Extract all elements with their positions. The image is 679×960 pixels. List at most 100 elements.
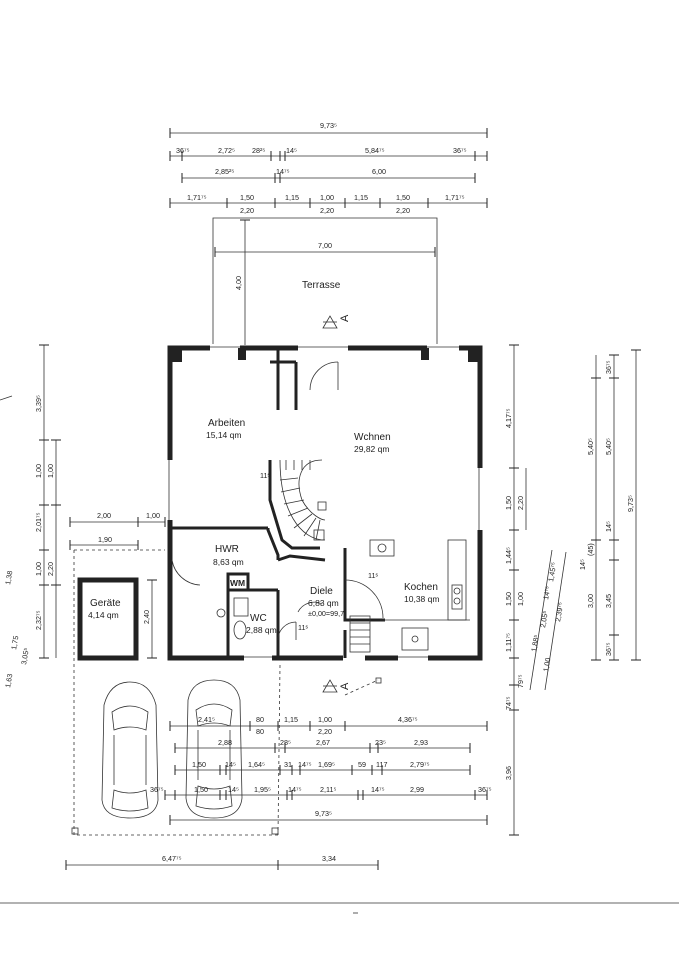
main-stair	[268, 459, 327, 550]
dim-right-f: 1,00	[516, 592, 525, 606]
dim-terrace-width: 7,00	[318, 241, 332, 250]
room-area-wohnen: 29,82 qm	[354, 444, 389, 454]
dim-right-m: 9,73⁵	[626, 495, 635, 512]
room-area-wc: 2,88 qm	[246, 625, 277, 635]
dim-bottom-r4-8: 36⁷⁵	[478, 785, 492, 794]
dim-top-r1-2: 28²⁵	[252, 146, 265, 155]
dim-bottom-r4-6: 14⁷⁵	[371, 785, 385, 794]
left-dimension-chains: 3,39⁵ 1,00 1,00 2,01⁷⁵ 1,00 2,20 2,32⁷⁵ …	[0, 344, 61, 688]
dim-bottom-r3-8: 2,79⁷⁵	[410, 760, 430, 769]
dim-left-a: 3,39⁵	[34, 395, 43, 412]
dim-right-c: 2,20	[516, 496, 525, 510]
dim-right-diag-5: 1,00	[541, 657, 552, 672]
dim-right-diag-4: 1,45⁷⁵	[546, 561, 558, 582]
dim-top-r4-0: 2,20	[240, 206, 254, 215]
dim-right-i: 74⁷⁵	[504, 696, 513, 710]
door-mark-kitchen: 11ˢ	[368, 571, 378, 580]
dim-bottom-r4-0: 36⁷⁵	[150, 785, 164, 794]
dim-bottom-r4-2: 14⁵	[228, 785, 239, 794]
dim-bottom-r3-2: 1,64⁵	[248, 760, 265, 769]
dim-left-e: 1,00	[34, 562, 43, 576]
dim-top-r4-2: 2,20	[396, 206, 410, 215]
room-label-kochen: Kochen	[404, 582, 438, 593]
dim-right-q: 3,45	[604, 594, 613, 608]
dim-bottom-r1b-0: 80	[256, 727, 264, 736]
dim-bottom-r2-1: 28⁵	[280, 738, 291, 747]
dim-bottom-r4-7: 2,99	[410, 785, 424, 794]
dim-bottom-r2-3: 23⁵	[375, 738, 386, 747]
dim-right-b: 1,50	[504, 496, 513, 510]
door-mark-diele: 11ˢ	[298, 623, 308, 632]
dim-left-c: 1,00	[46, 464, 55, 478]
room-area-kochen: 10,38 qm	[404, 594, 439, 604]
dim-bottom-overall: 9,73⁵	[315, 809, 332, 818]
dim-bottom-r4-1: 1,50	[194, 785, 208, 794]
dim-bottom-r4-3: 1,95⁵	[254, 785, 271, 794]
bottom-dimension-chains: 2,41⁵ 80 1,15 1,00 4,36⁷⁵ 80 2,20 2,88 2…	[65, 715, 492, 870]
dim-top-r3-1: 1,50	[240, 193, 254, 202]
room-label-wohnen: Wchnen	[354, 432, 391, 443]
section-mark-a-bottom: A	[339, 682, 351, 690]
dim-right-n: 14⁵	[604, 521, 613, 532]
dim-right-a: 4,17⁷⁵	[504, 408, 513, 428]
terrace: 7,00 4,00 Terrasse	[212, 217, 438, 345]
dim-left-f: 2,20	[46, 562, 55, 576]
dim-top-r3-3: 1,00	[320, 193, 334, 202]
dim-right-height: 3,96	[504, 766, 513, 780]
dim-right-k: 5,40⁵	[586, 438, 595, 455]
dim-bottom-r3-3: 31	[284, 760, 292, 769]
car-right	[185, 679, 243, 819]
dim-top-r1-5: 36⁷⁵	[453, 146, 467, 155]
dim-bottom-r3-4: 14⁷⁵	[298, 760, 312, 769]
dim-right-p: 14⁵	[578, 559, 587, 570]
dim-left-b: 1,00	[34, 464, 43, 478]
room-area-arbeiten: 15,14 qm	[206, 430, 241, 440]
dim-bottom-r1-1: 80	[256, 715, 264, 724]
dim-right-diag-1: 2,05⁵	[538, 610, 550, 628]
dim-bottom-r1-3: 1,00	[318, 715, 332, 724]
dim-left-g: 2,32⁷⁵	[34, 610, 43, 630]
room-area-geraete: 4,14 qm	[88, 610, 119, 620]
section-marker-bottom: A	[277, 664, 382, 836]
dim-shed-w3: 1,90	[98, 535, 112, 544]
dim-bottom-r2-2: 2,67	[316, 738, 330, 747]
dim-top-r4-1: 2,20	[320, 206, 334, 215]
carport	[71, 549, 280, 836]
dim-right-e: 1,50	[504, 592, 513, 606]
dim-bottom-r1-2: 1,15	[284, 715, 298, 724]
car-left	[101, 681, 159, 819]
dim-bottom-rest: 3,34	[322, 854, 336, 863]
room-labels: Arbeiten 15,14 qm Wchnen 29,82 qm HWR 8,…	[206, 418, 439, 635]
dim-right-j: 36⁷⁵	[604, 360, 613, 374]
dim-top-r2-0: 2,85²⁵	[215, 167, 234, 176]
room-area-hwr: 8,63 qm	[213, 557, 244, 567]
dim-top-r3-5: 1,50	[396, 193, 410, 202]
dim-top-r1-3: 14⁵	[286, 146, 297, 155]
dim-bottom-r3-7: 117	[376, 760, 387, 769]
dim-right-diag-0: 1,88⁵	[529, 634, 541, 652]
dim-shed-w2: 1,00	[146, 511, 160, 520]
dim-top-r3-2: 1,15	[285, 193, 299, 202]
room-label-terrasse: Terrasse	[302, 280, 341, 291]
dim-top-r1-0: 36⁷⁵	[176, 146, 190, 155]
room-label-wc: WC	[250, 613, 267, 624]
room-label-arbeiten: Arbeiten	[208, 418, 245, 429]
dim-left-diag-0: 1,38	[3, 570, 14, 585]
dim-bottom-r3-5: 1,69⁵	[318, 760, 335, 769]
room-level-diele: ±0,00=99,7	[308, 609, 344, 618]
dim-bottom-r1-0: 2,41⁵	[198, 715, 215, 724]
dim-bottom-r1b-1: 2,20	[318, 727, 332, 736]
section-mark-a-top: A	[339, 314, 351, 322]
dim-terrace-depth: 4,00	[234, 276, 243, 290]
dim-bottom-r3-0: 1,50	[192, 760, 206, 769]
room-label-hwr: HWR	[215, 544, 239, 555]
small-stair	[349, 615, 371, 653]
dim-top-r3-4: 1,15	[354, 193, 368, 202]
dim-top-r1-4: 5,84⁷⁵	[365, 146, 385, 155]
right-dimension-chains: 4,17⁷⁵ 1,50 2,20 1,44⁵ 1,50 1,00 1,11⁷⁵ …	[504, 344, 641, 836]
room-label-wm: WM	[230, 578, 245, 588]
dim-bottom-r3-1: 14⁵	[225, 760, 236, 769]
dim-left-d: 2,01⁷⁵	[34, 512, 43, 532]
dim-right-diag-2: 14⁷⁵	[541, 585, 552, 600]
